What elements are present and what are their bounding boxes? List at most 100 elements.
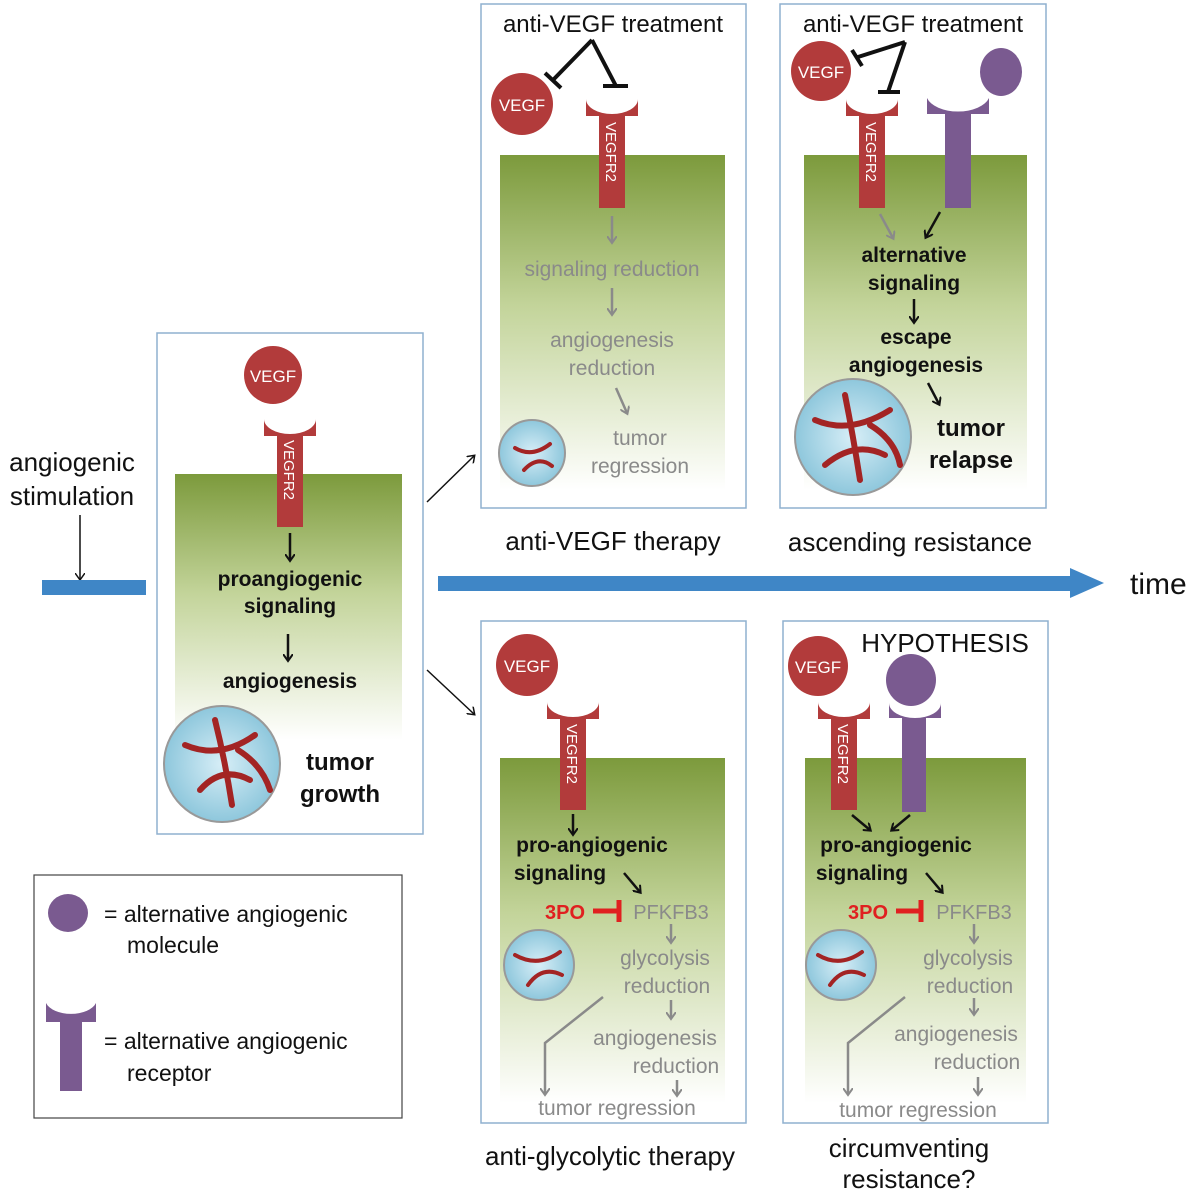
- vegfr2-receptor: [547, 702, 599, 810]
- vegf-ligand: [788, 636, 848, 696]
- legend-receptor-line1: = alternative angiogenic: [104, 1028, 348, 1054]
- connector-down: [426, 669, 474, 714]
- legend-molecule-icon: [48, 894, 88, 932]
- hyp-outcome: tumor regression: [839, 1099, 997, 1122]
- arrow-pfkfb3: [925, 872, 942, 892]
- baseline-bar: [42, 580, 146, 595]
- alternative-molecule: [980, 48, 1022, 96]
- antivegf-step1: signaling reduction: [524, 258, 699, 281]
- vegf-ligand: [491, 73, 553, 135]
- arrow-3: [614, 387, 627, 413]
- inhibition-bar: [896, 900, 924, 922]
- stimulus-label-line2: stimulation: [10, 481, 134, 511]
- panel-anti-glycolytic: VEGF VEGFR2 pro-angiogenic signaling 3PO…: [480, 620, 747, 1124]
- glyco-step1-line1: pro-angiogenic: [516, 834, 668, 857]
- resistance-step2-line2: angiogenesis: [849, 354, 983, 377]
- glyco-step3-line1: angiogenesis: [593, 1027, 717, 1050]
- glyco-step1-line2: signaling: [514, 862, 606, 885]
- legend-molecule-line2: molecule: [127, 932, 219, 958]
- timeline-bar: [438, 576, 1072, 591]
- arrow-from-vegfr2: [851, 814, 870, 830]
- glyco-step3-line2: reduction: [633, 1055, 719, 1078]
- antivegf-step2-line1: angiogenesis: [550, 329, 674, 352]
- arrow-regression-left: [848, 996, 906, 1094]
- vegf-label: VEGF: [499, 96, 545, 115]
- panel-tumor-growth: VEGF VEGFR2 proangiogenic signaling angi…: [156, 332, 424, 835]
- caption-ascending-resistance: ascending resistance: [788, 527, 1032, 557]
- antivegf-outcome-line2: regression: [591, 455, 689, 478]
- legend-frame: [33, 874, 403, 1119]
- arrow-black: [926, 211, 942, 237]
- growth-outcome-line1: tumor: [306, 749, 374, 776]
- vegfr2-receptor: [846, 99, 898, 208]
- vegfr2-label: VEGFR2: [280, 440, 297, 500]
- growth-outcome-line2: growth: [300, 781, 380, 808]
- vegfr2-label: VEGFR2: [862, 122, 879, 182]
- growth-step2: angiogenesis: [223, 670, 357, 693]
- connector-up: [426, 456, 474, 503]
- tumor-icon: [163, 705, 281, 823]
- vegfr2-receptor: [264, 419, 316, 527]
- arrow-pfkfb3: [623, 872, 640, 892]
- legend-molecule-line1: = alternative angiogenic: [104, 901, 348, 927]
- glyco-step2-line1: glycolysis: [620, 947, 710, 970]
- inhibition-lines: [850, 40, 907, 94]
- arrow-relapse: [926, 382, 939, 404]
- arrow-gray: [878, 213, 893, 238]
- caption-hypothesis-line2: resistance?: [843, 1164, 976, 1194]
- vegfr2-label: VEGFR2: [563, 724, 580, 784]
- caption-anti-vegf: anti-VEGF therapy: [505, 526, 720, 556]
- hyp-step2-line1: glycolysis: [923, 947, 1013, 970]
- alternative-receptor: [927, 98, 989, 208]
- panel-anti-vegf: anti-VEGF treatment VEGF VEGFR2 signalin…: [480, 3, 747, 509]
- stimulus-label-line1: angiogenic: [9, 447, 135, 477]
- vegf-label: VEGF: [504, 657, 550, 676]
- hyp-step3-line1: angiogenesis: [894, 1023, 1018, 1046]
- antivegf-outcome-line1: tumor: [613, 427, 667, 450]
- hyp-step3-line2: reduction: [934, 1051, 1020, 1074]
- hyp-step2-line2: reduction: [927, 975, 1013, 998]
- timeline-arrowhead: [1070, 568, 1104, 598]
- resistance-outcome-line2: relapse: [929, 447, 1013, 474]
- tumor-icon: [498, 419, 566, 487]
- inhibitor-3po: 3PO: [545, 902, 585, 924]
- resistance-step2-line1: escape: [880, 326, 951, 349]
- hypothesis-title: HYPOTHESIS: [861, 628, 1029, 658]
- vegf-label: VEGF: [795, 658, 841, 677]
- arrow-regression-left: [545, 996, 604, 1094]
- inhibition-lines: [543, 38, 628, 90]
- vegfr2-label: VEGFR2: [834, 724, 851, 784]
- treatment-label: anti-VEGF treatment: [803, 11, 1023, 38]
- growth-step1-line1: proangiogenic: [218, 568, 363, 591]
- treatment-label: anti-VEGF treatment: [503, 11, 723, 38]
- legend-receptor-icon: [46, 1003, 96, 1091]
- glyco-outcome: tumor regression: [538, 1097, 696, 1120]
- resistance-step1-line2: signaling: [868, 272, 960, 295]
- timeline-label: time: [1130, 568, 1187, 601]
- tumor-icon: [794, 378, 912, 496]
- vegfr2-receptor: [586, 99, 638, 208]
- caption-anti-glycolytic: anti-glycolytic therapy: [485, 1141, 735, 1171]
- resistance-step1-line1: alternative: [861, 244, 966, 267]
- inhibitor-3po: 3PO: [848, 902, 888, 924]
- alternative-molecule: [886, 654, 936, 706]
- alternative-receptor: [889, 703, 941, 812]
- legend-receptor-line2: receptor: [127, 1060, 212, 1086]
- antivegf-step2-line2: reduction: [569, 357, 655, 380]
- panel-hypothesis: HYPOTHESIS VEGF VEGFR2 pro-angiogenic si…: [782, 620, 1049, 1124]
- inhibition-bar: [593, 900, 622, 922]
- resistance-outcome-line1: tumor: [937, 415, 1005, 442]
- glyco-step2-line2: reduction: [624, 975, 710, 998]
- vegf-ligand: [496, 634, 558, 696]
- vegf-ligand: [791, 41, 851, 101]
- target-pfkfb3: PFKFB3: [633, 902, 709, 924]
- tumor-icon: [503, 929, 575, 1001]
- vegf-label: VEGF: [798, 63, 844, 82]
- vegf-label: VEGF: [250, 367, 296, 386]
- hyp-step1-line1: pro-angiogenic: [820, 834, 972, 857]
- arrow-from-alt: [892, 814, 911, 830]
- legend: = alternative angiogenic molecule = alte…: [33, 874, 403, 1119]
- vegfr2-label: VEGFR2: [602, 122, 619, 182]
- tumor-icon: [805, 929, 877, 1001]
- panel-ascending-resistance: anti-VEGF treatment VEGF VEGFR2 alternat…: [779, 3, 1047, 509]
